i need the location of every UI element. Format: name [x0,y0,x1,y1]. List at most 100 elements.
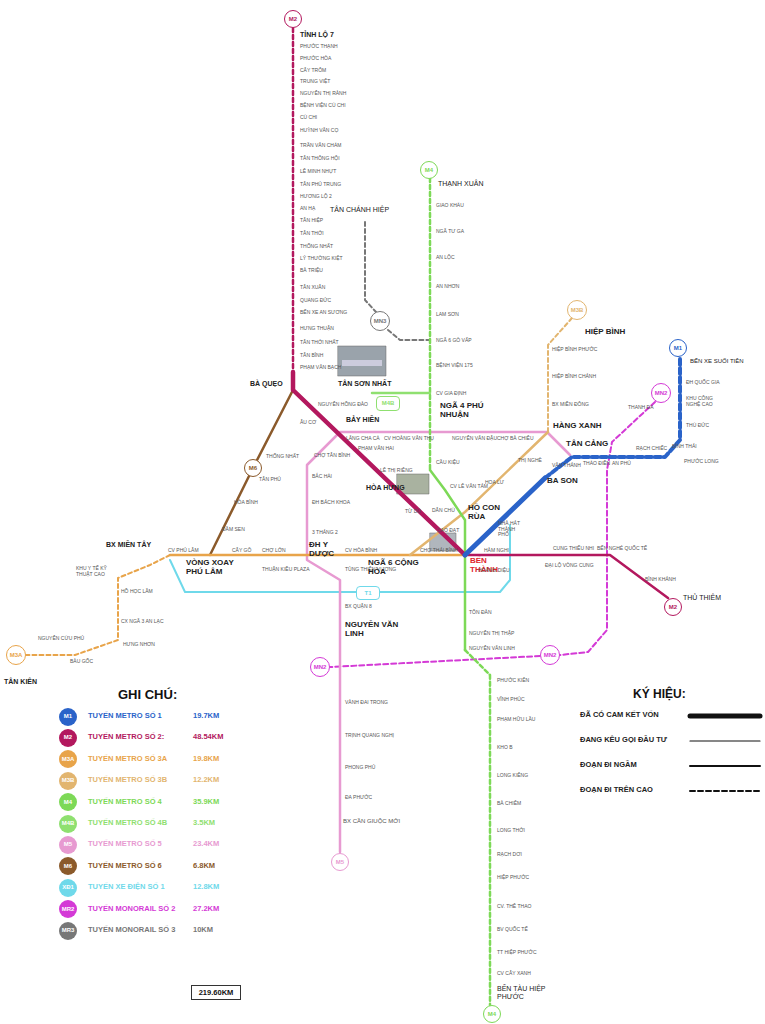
badge-text: MN3 [374,318,387,324]
legend-text: TUYẾN METRO SỐ 1 [88,712,162,720]
station-name: LÊ MINH NHỰT [300,169,336,175]
line-length: 35.9KM [193,798,219,806]
station-name: HIỆP BÌNH [585,328,625,337]
airport-image [342,360,382,366]
station-name: TÔN ĐÀN [469,610,492,616]
station-name: BÀ TRIỆU [300,268,323,274]
station-name: NGÃ 6 GÒ VẤP [436,338,472,344]
badge-text: 219.60KM [199,988,234,997]
station-name: BẾN XE SUỐI TIÊN [690,358,744,365]
legend-text: ĐÃ CÓ CAM KẾT VỐN [580,711,659,719]
metro-line [307,432,570,852]
station-name: NGÃ 6 CỘNG HÒA [368,559,420,577]
station-name: CÂY GÕ [232,548,251,554]
metro-line [26,555,170,655]
station-name: HIỆP BÌNH PHƯỚC [552,347,597,353]
station-name: BX QUẬN 8 [345,604,372,610]
metro-line [292,28,295,372]
metro-line [293,372,465,555]
line-length: 19.7KM [193,712,219,720]
station-name: HƯNG THUẬN [300,326,334,332]
station-name: TRUNG VIỆT [300,79,330,85]
line-length: 23.4KM [193,840,219,848]
badge-text: M4B [382,400,395,406]
station-name: CV CÂY XANH [497,971,531,977]
station-name: CÂY TRÔM [300,68,326,74]
line-length: 6.8KM [193,862,215,870]
station-name: TÂN KIÊN [4,678,37,686]
station-name: ĐH Y DƯỢC [309,541,349,559]
station-name: TÂN THÔNG HỘI [300,156,340,162]
metro-line [465,555,668,598]
station-name: TÂN PHÚ TRUNG [300,182,341,188]
station-name: NGÃ TƯ GA [436,229,464,235]
station-name: NGUYỄN CỬU PHÚ [38,636,84,642]
legend-text: TUYẾN METRO SỐ 5 [88,840,162,848]
swatch-code: M1 [59,713,77,720]
station-name: BÀ CHIÊM [497,801,521,807]
station-name: HOÀNG DIỆU [478,568,510,574]
station-name: VÀNH ĐAI TRONG [345,700,388,706]
station-name: BÌNH KHÁNH [645,577,676,583]
legend-text: ĐANG KÊU GỌI ĐẦU TƯ [580,736,667,744]
legend-text: TUYẾN MONORAIL SỐ 3 [88,926,175,934]
station-name: AN NHƠN [436,284,459,290]
station-name: AN PHÚ [612,461,631,467]
station-name: HOA LƯ [485,480,504,486]
station-name: NGUYỄN VĂN LINH [345,621,400,639]
station-name: TÂN CẢNG [566,440,608,449]
line-badge: M6 [244,459,262,477]
station-name: BỆNH VIỆN CỦ CHI [300,103,346,109]
legend-line-sample [690,765,760,767]
line-length: 12.8KM [193,883,219,891]
line-badge: M5 [331,853,349,871]
station-name: ĐẦM SEN [222,527,245,533]
station-name: RẠCH CHIẾC [636,446,667,452]
line-badge: M4 [420,161,438,179]
station-name: CV GIA ĐỊNH [436,391,466,397]
station-name: TÂN THỚI [300,231,324,237]
station-name: TÂN BÌNH [300,353,323,359]
metro-line [430,470,465,650]
metro-line [429,178,432,470]
swatch-code: M5 [59,841,77,848]
monorail-line [365,222,376,312]
badge-text: M3B [571,307,584,313]
line-badge: MN2 [310,657,330,677]
station-name: PHẠM VĂN BẠCH [300,365,341,371]
station-name: CHỢ THÁI BÌNH [420,548,458,554]
station-name: PHƯỚC KIỂN [497,678,529,684]
station-name: VĂN THÁNH [552,463,581,469]
line-badge: M3B [567,300,587,320]
station-name: TÂN THỚI NHẤT [300,340,339,346]
station-name: HUỲNH VĂN CỌ [300,128,338,134]
station-name: PHONG PHÚ [345,765,375,771]
line-badge: MN2 [651,383,671,403]
station-name: KHO B [497,745,513,751]
metro-line [545,358,680,478]
station-name: 3 THÁNG 2 [312,530,338,536]
station-name: BẾN XE AN SƯƠNG [300,310,347,316]
swatch-code: M2 [59,734,77,741]
station-name: HÒA BÌNH [234,500,258,506]
swatch-code: M3B [59,777,77,784]
badge-text: M3A [10,652,23,658]
line-badge: M4 [483,1005,501,1023]
station-name: ĐH BÁCH KHOA [312,500,350,506]
station-name: TỈNH LỘ 7 [300,31,334,39]
station-name: AN HẠ [300,206,315,212]
station-name: GIAO KHẨU [436,203,464,209]
station-name: BX MIỀN TÂY [106,541,151,549]
station-name: BA SON [547,477,578,486]
station-name: PHƯỚC LONG [684,459,719,465]
station-name: TÂN PHÚ [259,477,281,483]
metro-line [372,392,430,395]
station-name: THỊ NGHÈ [518,458,542,464]
station-name: BỆNH VIỆN 175 [436,363,473,369]
station-name: THUẬN KIỀU PLAZA [262,567,310,573]
station-name: NGUYỄN THỊ THẬP [469,631,514,637]
badge-text: M2 [669,604,677,610]
station-name: VÒNG XOAY PHÚ LÂM [186,559,244,577]
station-name: HỒ HỌC LÃM [121,589,153,595]
monorail-line [388,330,430,340]
